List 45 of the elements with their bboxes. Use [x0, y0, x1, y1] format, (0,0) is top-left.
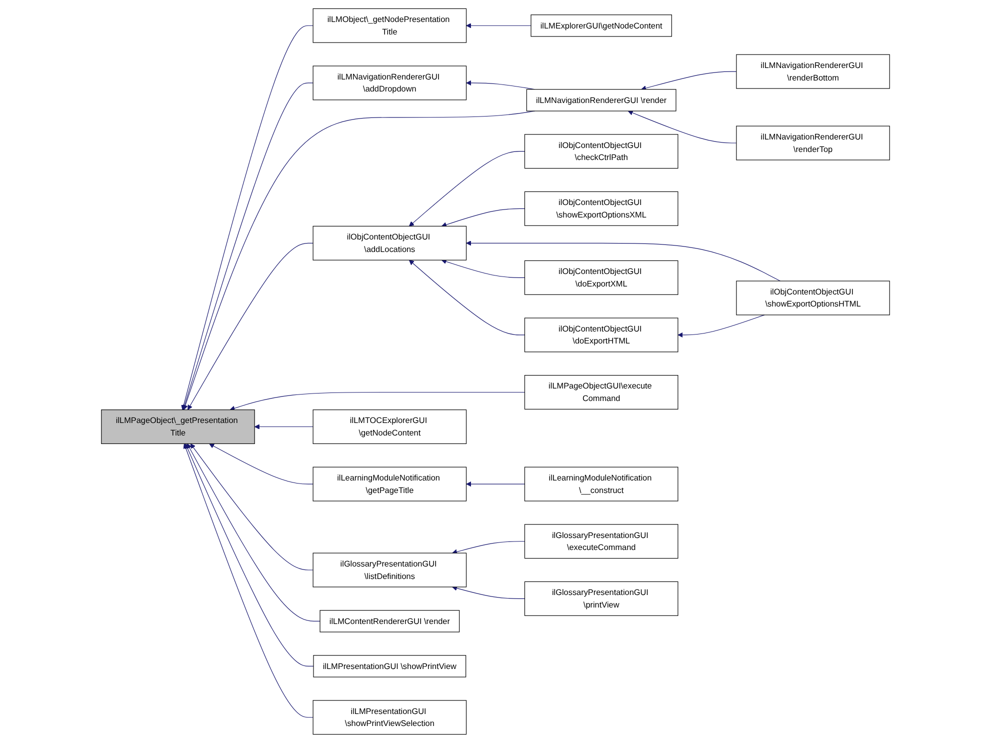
- node-box: ilGlossaryPresentationGUI \executeCommand: [524, 524, 678, 559]
- arrow: [230, 392, 526, 411]
- node-box: ilGlossaryPresentationGUI \listDefinitions: [312, 552, 467, 588]
- node-box: ilObjContentObjectGUI \doExportXML: [524, 260, 678, 295]
- node-box: ilLMContentRendererGUI \render: [320, 610, 460, 632]
- arrow: [181, 25, 314, 410]
- arrow: [441, 259, 526, 278]
- arrow: [254, 424, 314, 430]
- arrow: [190, 443, 314, 570]
- arrow: [678, 314, 765, 338]
- node-box: ilLMPageObjectGUI\execute Command: [524, 375, 678, 410]
- arrow: [187, 443, 320, 622]
- node-box: ilGlossaryPresentationGUI \printView: [524, 581, 678, 616]
- node-box: ilObjContentObjectGUI \showExportOptionsHTML: [736, 280, 890, 316]
- arrow: [466, 240, 781, 282]
- arrow: [441, 208, 526, 228]
- node-box: ilLMExplorerGUI\getNodeContent: [530, 14, 672, 37]
- arrow: [466, 23, 532, 28]
- node-box: ilLMPageObject\_getPresentation Title: [101, 410, 255, 444]
- node-box: ilObjContentObjectGUI \checkCtrlPath: [524, 134, 678, 169]
- arrow: [452, 586, 526, 599]
- node-box: ilObjContentObjectGUI \showExportOptionsXML: [524, 191, 678, 226]
- arrow: [182, 82, 314, 410]
- node-box: ilLMPresentationGUI \showPrintView: [313, 655, 466, 678]
- node-box: ilLearningModuleNotification \__construct: [524, 466, 678, 502]
- arrow: [452, 541, 526, 554]
- node-box: ilLMNavigationRendererGUI \render: [526, 89, 676, 112]
- node-box: ilLMNavigationRendererGUI \renderBottom: [736, 54, 890, 89]
- arrow: [209, 443, 314, 484]
- arrow: [183, 443, 314, 718]
- arrow: [188, 242, 314, 410]
- node-box: ilLMPresentationGUI \showPrintViewSelection: [312, 700, 467, 735]
- node-box: ilLearningModuleNotification \getPageTitle: [312, 466, 467, 502]
- arrow: [408, 151, 526, 226]
- arrow: [628, 110, 737, 144]
- node-box: ilObjContentObjectGUI \doExportHTML: [524, 318, 678, 352]
- node-box: ilLMNavigationRendererGUI \renderTop: [736, 126, 890, 160]
- node-box: ilLMObject\_getNodePresentation Title: [312, 8, 467, 43]
- node-box: ilLMTOCExplorerGUI \getNodeContent: [312, 410, 467, 444]
- arrow: [408, 260, 526, 336]
- node-box: ilLMNavigationRendererGUI \addDropdown: [312, 66, 467, 100]
- arrow: [641, 71, 737, 91]
- arrow: [466, 481, 526, 487]
- arrow: [185, 443, 314, 666]
- node-box: ilObjContentObjectGUI \addLocations: [312, 226, 467, 260]
